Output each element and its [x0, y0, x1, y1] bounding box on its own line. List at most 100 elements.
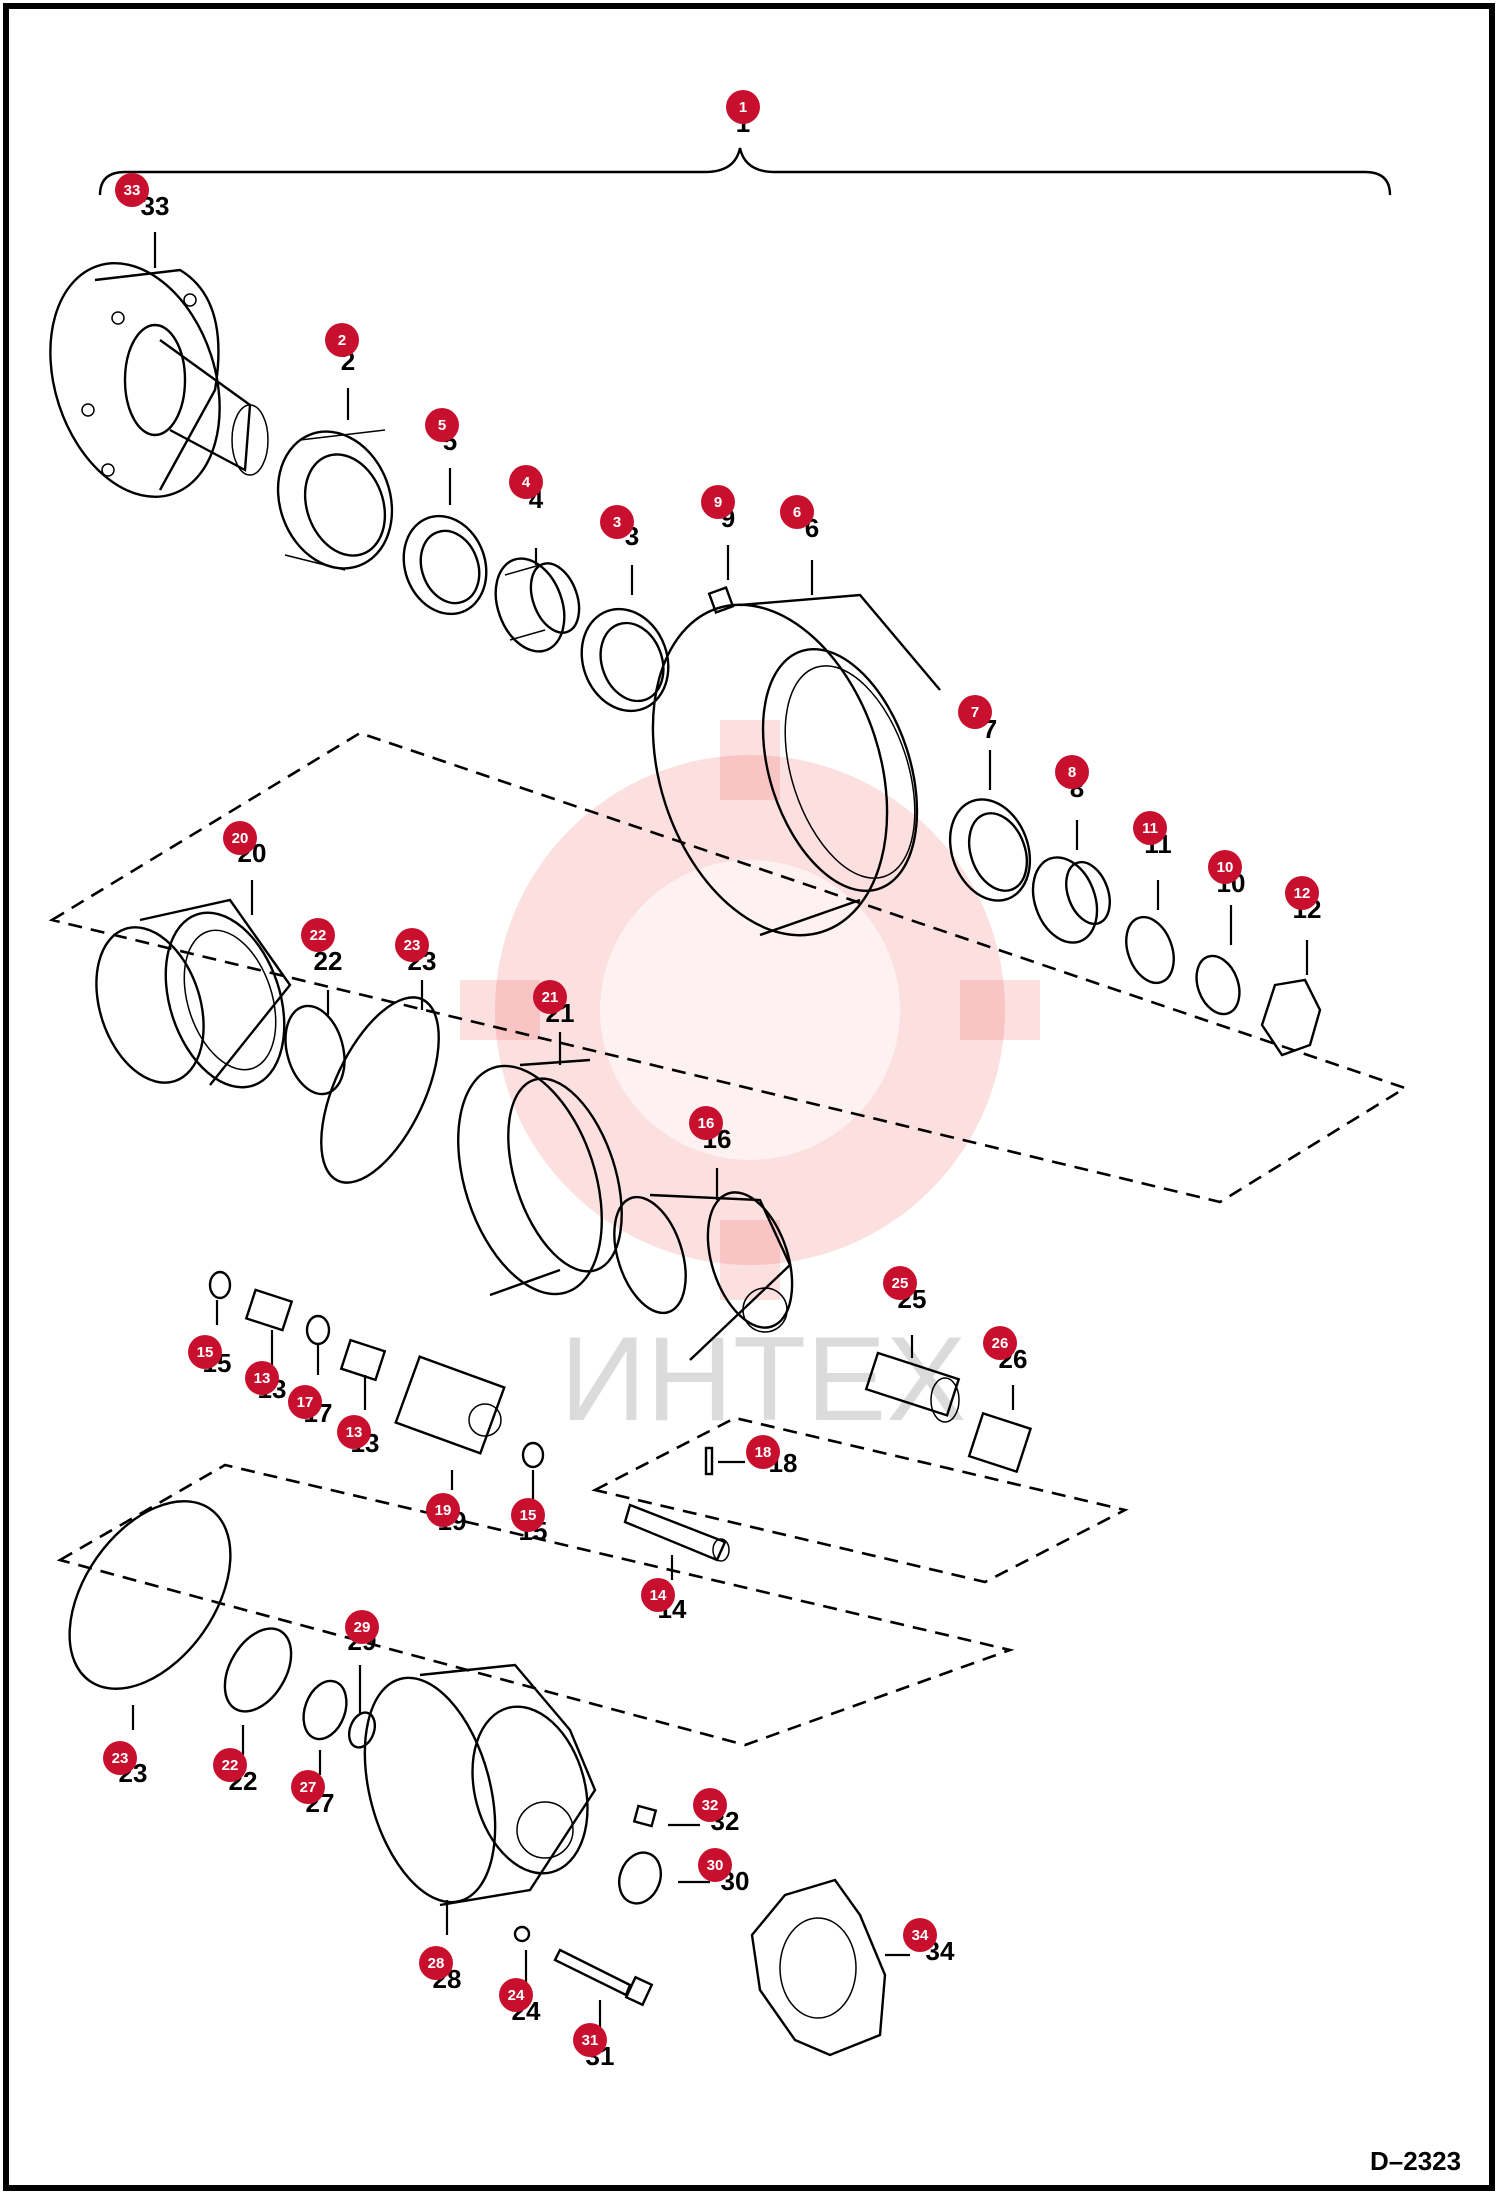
- part-badge[interactable]: [426, 1493, 460, 1527]
- part-badge[interactable]: [213, 1748, 247, 1782]
- part-badge[interactable]: [291, 1770, 325, 1804]
- part-label-4: 44: [509, 465, 544, 514]
- pin-part-18: [704, 1446, 714, 1476]
- diagram-code: D–2323: [1370, 2146, 1461, 2176]
- part-badge[interactable]: [419, 1946, 453, 1980]
- part-badge[interactable]: [958, 695, 992, 729]
- part-badge-number: 15: [520, 1507, 537, 1524]
- part-badge[interactable]: [698, 1848, 732, 1882]
- part-badge[interactable]: [188, 1335, 222, 1369]
- part-badge-number: 9: [714, 494, 722, 511]
- planet-group-outline-lower: [56, 1463, 1015, 1747]
- part-badge[interactable]: [103, 1741, 137, 1775]
- part-badge-number: 2: [338, 332, 346, 349]
- part-label-9: 99: [701, 485, 735, 533]
- part-badge[interactable]: [903, 1918, 937, 1952]
- planet-carrier-part-16: [613, 1191, 794, 1361]
- motor-housing-part-28: [363, 1663, 597, 1907]
- part-badge[interactable]: [425, 408, 459, 442]
- part-badge-number: 11: [1142, 820, 1158, 837]
- lock-washer-part-10: [1195, 954, 1241, 1016]
- part-badge[interactable]: [245, 1361, 279, 1395]
- part-badge-number: 17: [297, 1394, 314, 1411]
- part-badge[interactable]: [693, 1788, 727, 1822]
- part-badge[interactable]: [115, 173, 149, 207]
- part-badge-number: 33: [124, 182, 141, 199]
- part-badge[interactable]: [1133, 811, 1167, 845]
- part-badge[interactable]: [511, 1498, 545, 1532]
- part-label-1: 11: [726, 90, 760, 138]
- part-badge[interactable]: [600, 505, 634, 539]
- part-badge[interactable]: [983, 1326, 1017, 1360]
- part-number-labels: 1133332255443399667788111110101212202022…: [103, 90, 1321, 2071]
- needle-bearing-part-13b: [339, 1338, 387, 1382]
- part-badge[interactable]: [701, 485, 735, 519]
- part-badge[interactable]: [746, 1435, 780, 1469]
- planet-gear-part-19: [394, 1355, 506, 1455]
- part-badge[interactable]: [533, 980, 567, 1014]
- part-badge[interactable]: [883, 1266, 917, 1300]
- part-badge[interactable]: [337, 1415, 371, 1449]
- part-badge[interactable]: [223, 821, 257, 855]
- part-badge-number: 19: [435, 1502, 452, 1519]
- ring-gear-part-21: [457, 1058, 623, 1297]
- part-badge-number: 15: [197, 1344, 214, 1361]
- part-badge[interactable]: [395, 928, 429, 962]
- washer-part-29: [347, 1711, 377, 1749]
- part-badge-number: 4: [522, 474, 531, 491]
- part-badge[interactable]: [1208, 850, 1242, 884]
- part-badge[interactable]: [345, 1610, 379, 1644]
- part-badge[interactable]: [288, 1385, 322, 1419]
- part-badge[interactable]: [509, 465, 543, 499]
- part-badge-number: 28: [428, 1955, 445, 1972]
- bolt-part-31: [553, 1948, 654, 2007]
- nut-part-12: [1260, 978, 1322, 1057]
- ring-gear-housing-part-20: [95, 898, 292, 1089]
- part-badge-number: 24: [508, 1987, 525, 2004]
- bearing-cup-part-5: [402, 514, 488, 616]
- part-badge[interactable]: [325, 323, 359, 357]
- seal-part-2: [276, 429, 394, 571]
- part-badge[interactable]: [726, 90, 760, 124]
- part-label-23: 2323: [103, 1741, 147, 1788]
- plug-part-9: [707, 585, 735, 615]
- part-badge[interactable]: [1055, 755, 1089, 789]
- part-badge-number: 20: [232, 830, 249, 847]
- part-label-3: 33: [600, 505, 639, 551]
- part-badge[interactable]: [780, 495, 814, 529]
- part-label-5: 55: [425, 408, 459, 456]
- part-badge[interactable]: [641, 1578, 675, 1612]
- needle-bearing-part-13a: [244, 1288, 294, 1332]
- part-badge-number: 7: [971, 704, 979, 721]
- part-badge-number: 25: [892, 1275, 909, 1292]
- part-badge-number: 26: [992, 1335, 1009, 1352]
- part-badge-number: 10: [1217, 859, 1234, 876]
- part-badge[interactable]: [1285, 876, 1319, 910]
- part-badge-number: 14: [650, 1587, 667, 1604]
- part-badge[interactable]: [689, 1106, 723, 1140]
- part-badge[interactable]: [301, 918, 335, 952]
- part-badge-number: 31: [582, 2032, 599, 2049]
- watermark-gear-logo: [460, 720, 1040, 1300]
- part-badge-number: 30: [707, 1857, 724, 1874]
- part-badge[interactable]: [499, 1978, 533, 2012]
- bearing-cone-part-8: [1031, 856, 1111, 944]
- part-badge-number: 13: [346, 1424, 363, 1441]
- part-badge-number: 29: [354, 1619, 371, 1636]
- part-badge[interactable]: [573, 2023, 607, 2057]
- part-badge-number: 8: [1068, 764, 1076, 781]
